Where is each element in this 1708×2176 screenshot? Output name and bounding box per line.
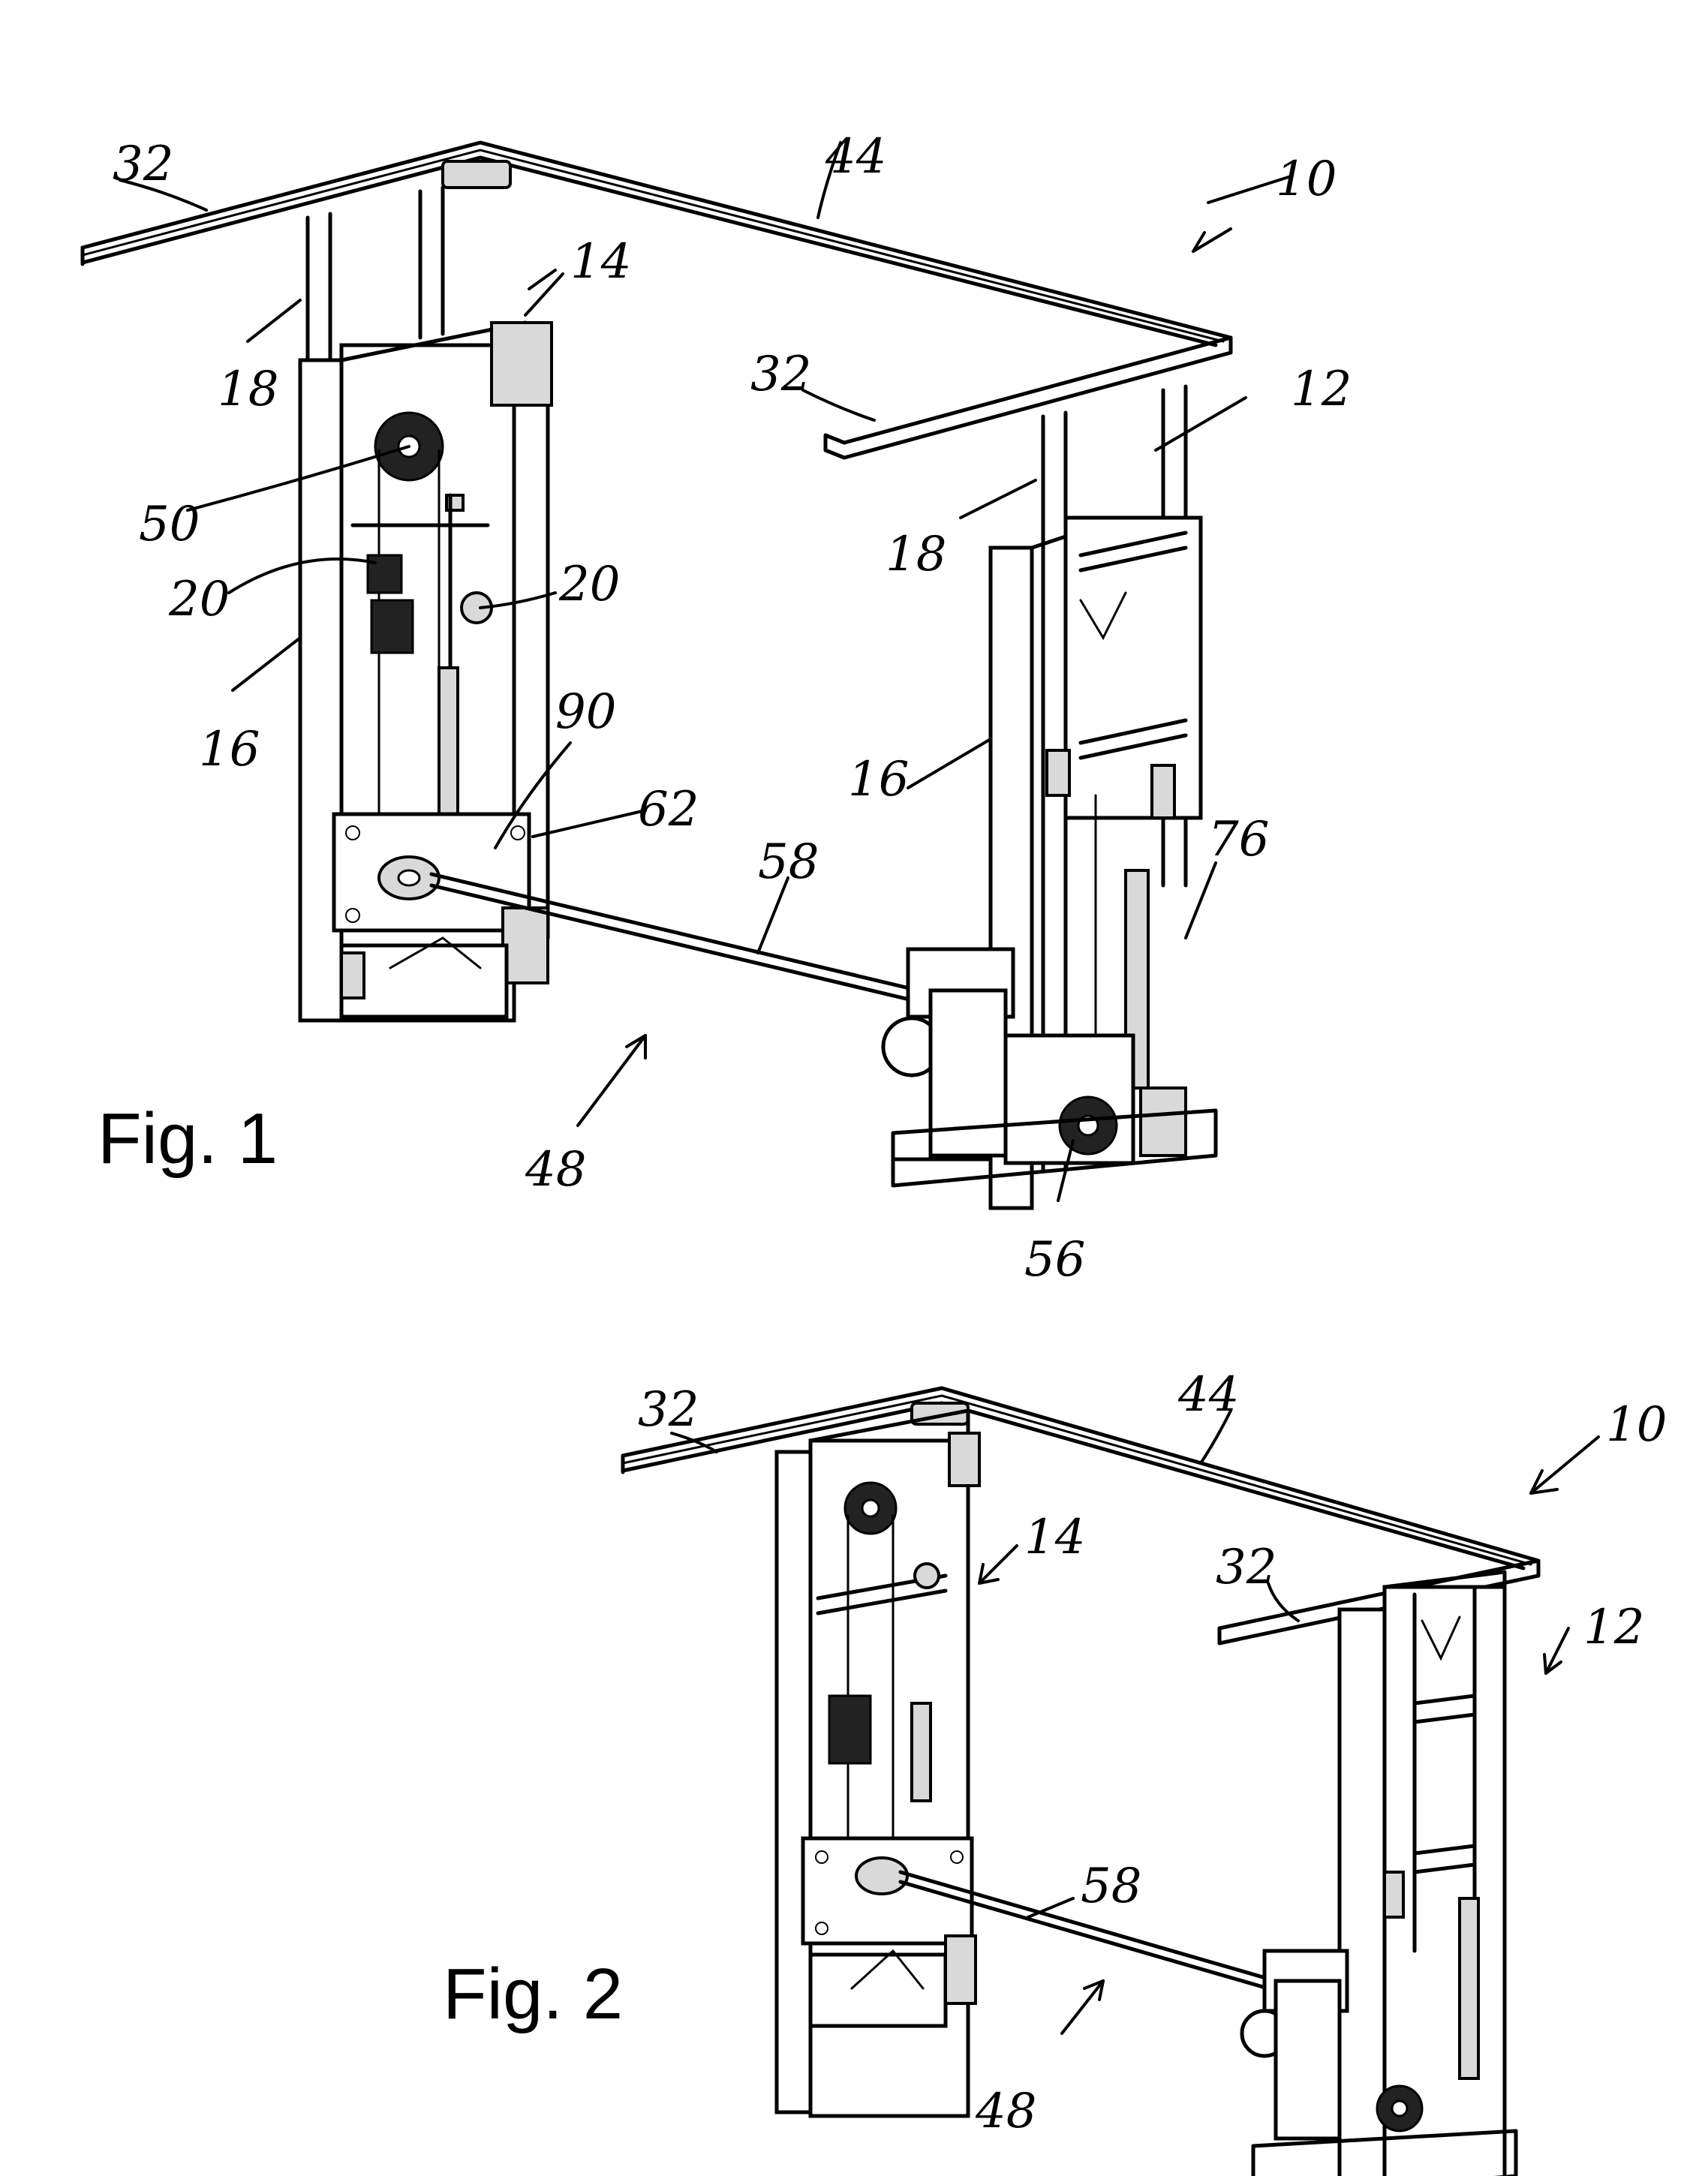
- fig1-ref-76: 76: [1208, 812, 1269, 867]
- fig1-ref-16-right: 16: [848, 752, 909, 807]
- fig1-ref-44: 44: [825, 129, 886, 185]
- fig2-ref-12: 12: [1583, 1600, 1644, 1655]
- fig1-ref-10: 10: [1276, 152, 1337, 207]
- fig1-ref-16-left: 16: [199, 722, 260, 777]
- fig1-ref-50: 50: [139, 497, 200, 552]
- fig1-ref-20-right: 20: [558, 557, 620, 612]
- fig1-ref-14: 14: [570, 234, 631, 290]
- fig2-ref-32-right: 32: [1216, 1540, 1276, 1595]
- fig1-ref-12: 12: [1291, 362, 1352, 417]
- fig1-caption: Fig. 1: [98, 1099, 278, 1179]
- fig1-ref-20-left: 20: [168, 572, 230, 627]
- fig1-ref-18-right: 18: [886, 527, 946, 582]
- fig1-right-post-assembly: [883, 386, 1216, 1208]
- fig1-ref-62: 62: [638, 782, 699, 837]
- figure-1: 32 44 10 14 18 32 12 50 18 20 20 16 90 1…: [83, 129, 1352, 1288]
- fig1-ref-18-left: 18: [218, 362, 278, 417]
- fig1-ref-32-right: 32: [750, 347, 811, 402]
- fig2-ref-10: 10: [1606, 1397, 1667, 1453]
- fig2-caption: Fig. 2: [443, 1954, 623, 2034]
- figure-2: 32 44 10 14 32 12 58 48 Fig. 2: [443, 1367, 1667, 2176]
- fig2-ref-58: 58: [1081, 1859, 1141, 1914]
- fig2-ref-32-left: 32: [638, 1382, 699, 1438]
- fig1-ref-32-left: 32: [113, 137, 173, 192]
- fig2-right-post-assembly: [1242, 1572, 1516, 2176]
- fig2-ref-44: 44: [1177, 1367, 1239, 1423]
- fig2-left-post-assembly: [777, 1411, 979, 2116]
- fig2-ref-48: 48: [975, 2084, 1036, 2139]
- fig1-ref-58: 58: [758, 834, 819, 890]
- fig1-ref-56: 56: [1024, 1232, 1085, 1288]
- fig1-ref-90: 90: [555, 684, 616, 740]
- fig2-ref-14: 14: [1024, 1510, 1085, 1565]
- fig1-ref-48: 48: [525, 1142, 586, 1198]
